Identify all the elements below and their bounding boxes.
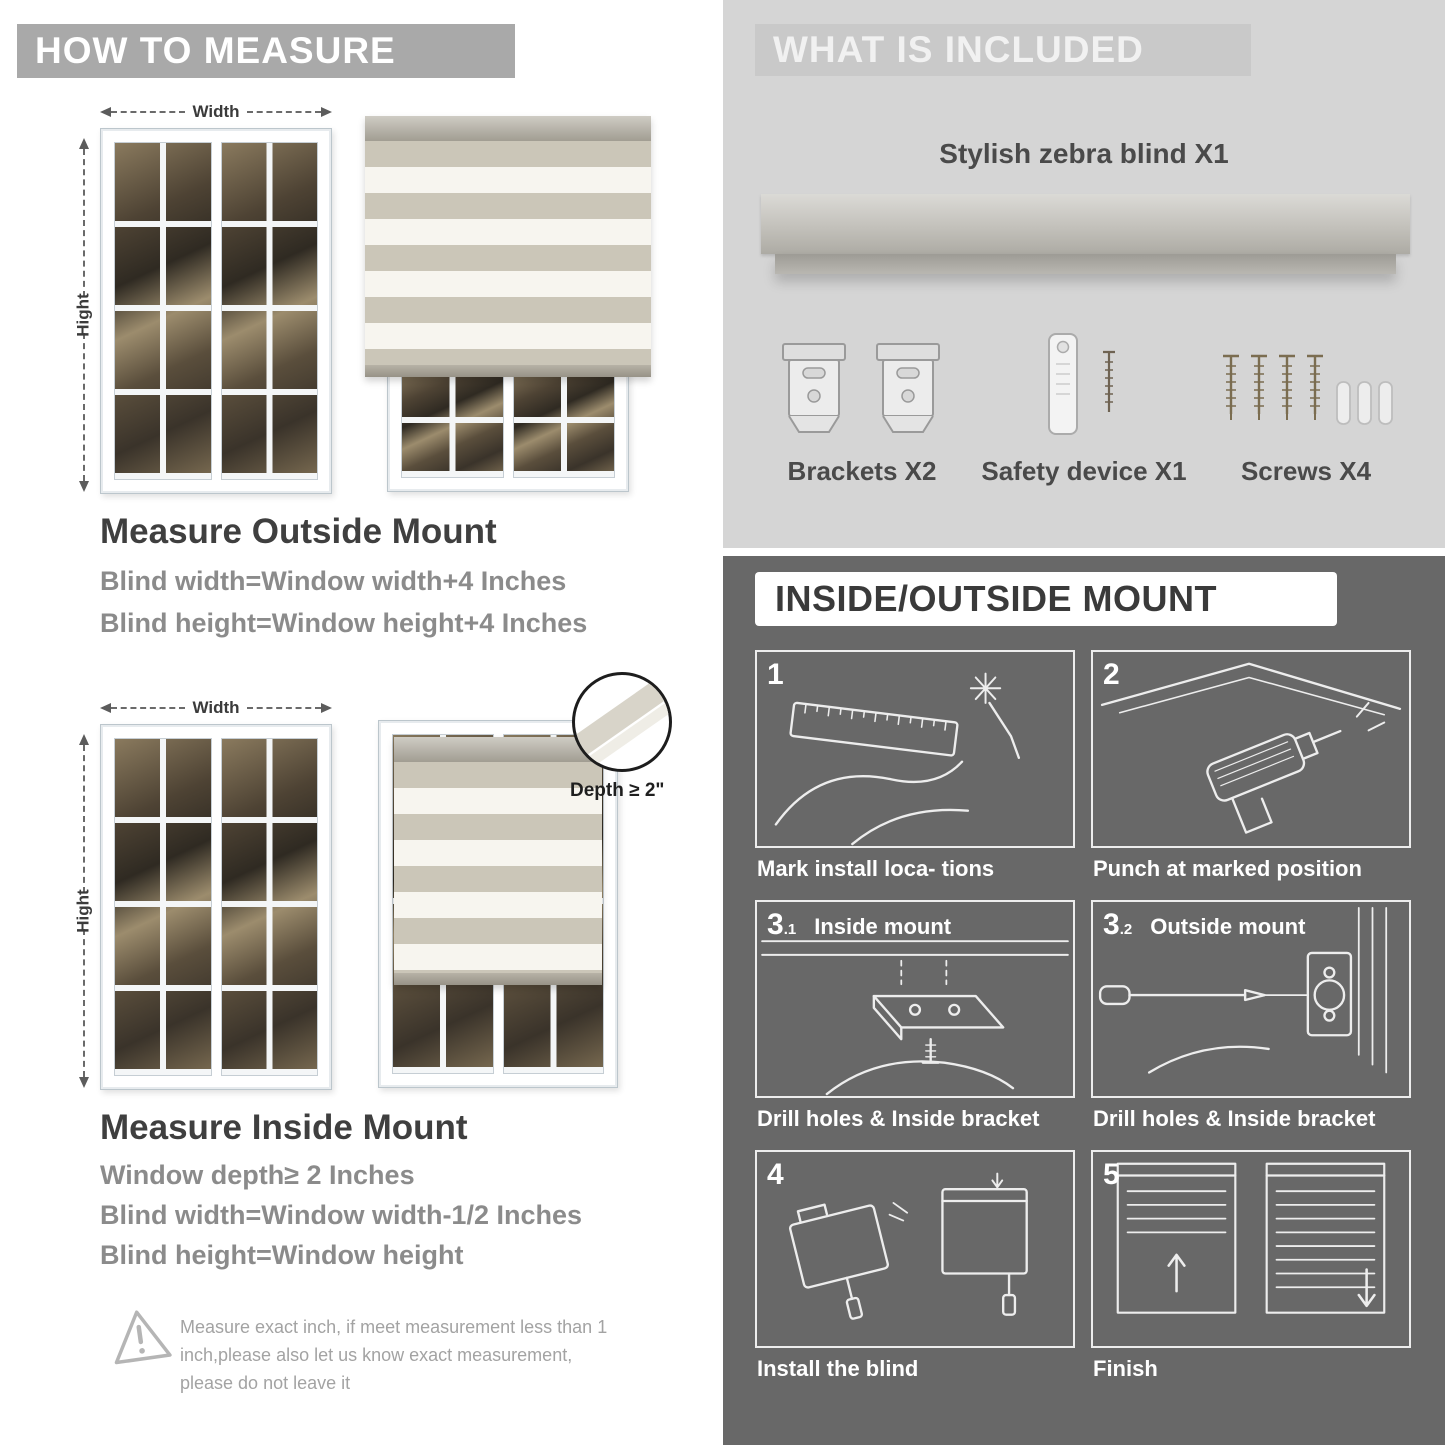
included-item-safety: Safety device X1 <box>973 318 1195 487</box>
height-label: Hight <box>74 293 93 337</box>
dash-line <box>246 111 321 113</box>
window-illustration <box>100 128 332 494</box>
included-banner: WHAT IS INCLUDED <box>755 24 1251 76</box>
window-pane <box>512 368 615 478</box>
outside-formula-height: Blind height=Window height+4 Inches <box>100 608 588 638</box>
depth-callout-circle <box>572 672 672 772</box>
step2-illustration <box>1100 662 1402 834</box>
dash-line <box>83 333 85 481</box>
step3-2-illustration <box>1098 906 1388 1074</box>
dash-line <box>83 745 85 893</box>
included-blind-label: Stylish zebra blind X1 <box>939 138 1229 169</box>
inside-mount-title: Measure Inside Mount <box>100 1108 468 1147</box>
dash-line <box>83 929 85 1077</box>
included-items-row: Brackets X2 Safety device X1 <box>751 318 1417 487</box>
outside-mount-figure: Width Hight <box>74 98 653 500</box>
window-pane <box>220 738 318 1076</box>
included-title: WHAT IS INCLUDED <box>773 29 1144 70</box>
dash-line <box>111 707 186 709</box>
step-panel-4: 4 <box>755 1150 1075 1348</box>
screws-icon <box>1211 318 1401 440</box>
inside-formula-height: Blind height=Window height <box>100 1240 464 1270</box>
blind-bottom-rail <box>394 973 602 985</box>
dash-line <box>83 149 85 297</box>
step3-2-number: 3 .2 Outside mount <box>1103 908 1306 941</box>
mount-title: INSIDE/OUTSIDE MOUNT <box>775 578 1218 619</box>
step2-caption: Punch at marked position <box>1093 856 1362 881</box>
blind-fabric <box>365 141 651 365</box>
blind-fabric <box>394 762 602 973</box>
zebra-blind-illustration <box>365 116 651 377</box>
zebra-blind-illustration <box>394 737 602 985</box>
how-to-measure-banner: HOW TO MEASURE <box>17 24 515 78</box>
step-panel-3-1: 3 .1 Inside mount <box>755 900 1075 1098</box>
what-is-included-section: WHAT IS INCLUDED Stylish zebra blind X1 <box>723 0 1445 548</box>
window-behind-blind <box>387 354 629 492</box>
height-dimension-arrow: Hight <box>74 734 94 1088</box>
step5-caption: Finish <box>1093 1356 1158 1381</box>
how-to-measure-title: HOW TO MEASURE <box>35 30 396 71</box>
step1-illustration <box>774 672 1021 846</box>
inside-formula-depth: Window depth≥ 2 Inches <box>100 1160 415 1190</box>
warning-icon <box>114 1310 172 1365</box>
inside-mount-figure: Width Hight Depth ≥ 2" <box>74 672 672 1096</box>
blind-demo-inside <box>378 720 618 1088</box>
step3-1-illustration <box>761 940 1069 1096</box>
window-pane <box>114 738 212 1076</box>
window-pane <box>220 142 318 480</box>
outside-formula-width: Blind width=Window width+4 Inches <box>100 566 567 596</box>
inside-formula-width: Blind width=Window width-1/2 Inches <box>100 1200 583 1230</box>
width-dimension-arrow: Width <box>100 102 332 122</box>
step-panel-2: 2 <box>1091 650 1411 848</box>
step-panel-3-2: 3 .2 Outside mount <box>1091 900 1411 1098</box>
step4-illustration <box>788 1172 1028 1320</box>
blind-cassette <box>394 737 602 762</box>
step5-number: 5 <box>1103 1158 1120 1191</box>
safety-device-label: Safety device X1 <box>981 456 1187 486</box>
step1-caption: Mark install loca- tions <box>757 856 995 881</box>
step2-number: 2 <box>1103 658 1120 691</box>
depth-callout-label: Depth ≥ 2" <box>570 780 665 801</box>
window-pane <box>401 368 504 478</box>
safety-device-icon <box>1019 318 1149 440</box>
measure-warning-note: Measure exact inch, if meet measurement … <box>180 1317 608 1393</box>
width-label: Width <box>192 698 240 717</box>
step5-illustration <box>1116 1162 1386 1314</box>
window-pane <box>114 142 212 480</box>
window-illustration <box>100 724 332 1090</box>
outside-mount-title: Measure Outside Mount <box>100 512 497 551</box>
height-dimension-arrow: Hight <box>74 138 94 492</box>
mount-instructions-section: INSIDE/OUTSIDE MOUNT 1 <box>723 556 1445 1445</box>
mount-banner: INSIDE/OUTSIDE MOUNT <box>755 572 1337 626</box>
step4-caption: Install the blind <box>757 1356 919 1381</box>
step3-1-caption: Drill holes & Inside bracket <box>757 1106 1040 1131</box>
step1-number: 1 <box>767 658 784 691</box>
included-item-brackets: Brackets X2 <box>751 318 973 487</box>
dash-line <box>111 111 186 113</box>
screws-label: Screws X4 <box>1240 456 1372 486</box>
blind-bottom-rail <box>365 365 651 377</box>
blind-demo-outside <box>365 116 651 492</box>
included-item-screws: Screws X4 <box>1195 318 1417 487</box>
step3-1-number: 3 .1 Inside mount <box>767 908 952 941</box>
width-label: Width <box>192 102 240 121</box>
brackets-icon <box>777 318 947 440</box>
blind-cassette-image <box>761 194 1410 274</box>
dash-line <box>246 707 321 709</box>
step4-number: 4 <box>767 1158 784 1191</box>
blind-cassette <box>365 116 651 141</box>
brackets-label: Brackets X2 <box>787 456 937 486</box>
height-label: Hight <box>74 889 93 933</box>
step-panel-1: 1 <box>755 650 1075 848</box>
width-dimension-arrow: Width <box>100 698 332 718</box>
step3-2-caption: Drill holes & Inside bracket <box>1093 1106 1376 1131</box>
step-panel-5: 5 <box>1091 1150 1411 1348</box>
